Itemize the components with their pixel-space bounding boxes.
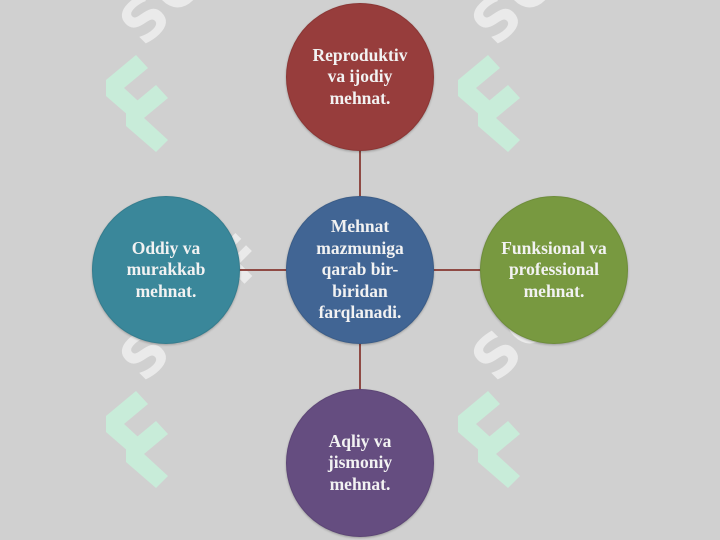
node-left-label: Oddiy va murakkab mehnat. <box>126 237 206 301</box>
node-bottom-label: Aqliy va jismoniy mehnat. <box>327 430 393 494</box>
node-center: Mehnat mazmuniga qarab bir-biridan farql… <box>286 196 434 344</box>
node-right-label: Funksional va professional mehnat. <box>501 237 607 301</box>
watermark: SOFF <box>96 0 316 152</box>
node-left: Oddiy va murakkab mehnat. <box>92 196 240 344</box>
watermark: SOFF <box>448 220 668 488</box>
node-top-label: Reproduktiv va ijodiy mehnat. <box>312 44 408 108</box>
node-right: Funksional va professional mehnat. <box>480 196 628 344</box>
soff-logo-icon <box>458 391 520 488</box>
watermark: SOFF <box>448 0 668 152</box>
node-bottom: Aqliy va jismoniy mehnat. <box>286 389 434 537</box>
soff-logo-icon <box>106 55 168 152</box>
node-center-label: Mehnat mazmuniga qarab bir-biridan farql… <box>316 216 404 323</box>
soff-logo-icon <box>106 391 168 488</box>
node-top: Reproduktiv va ijodiy mehnat. <box>286 3 434 151</box>
soff-logo-icon <box>458 55 520 152</box>
watermark: SOFF <box>96 220 316 488</box>
